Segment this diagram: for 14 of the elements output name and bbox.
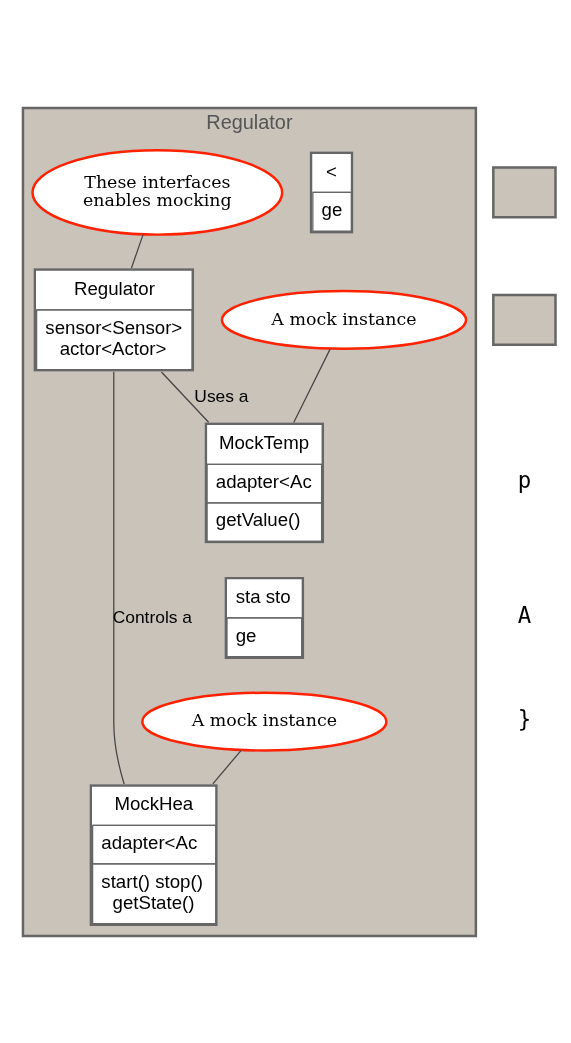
connector (113, 370, 125, 785)
node-box (492, 165, 557, 219)
connector (130, 233, 144, 269)
node-ellipse: A mock instance (220, 289, 468, 350)
label: p (517, 466, 532, 493)
label: A (517, 601, 532, 628)
connector (160, 370, 210, 423)
label: } (517, 705, 532, 732)
node-ellipse: A mock instance (141, 691, 388, 752)
node-ellipse: These interfaces enables mocking (31, 148, 284, 236)
edge-label: Uses a (194, 385, 249, 406)
connector (212, 749, 242, 784)
node-box (492, 293, 557, 346)
connector (293, 348, 331, 423)
